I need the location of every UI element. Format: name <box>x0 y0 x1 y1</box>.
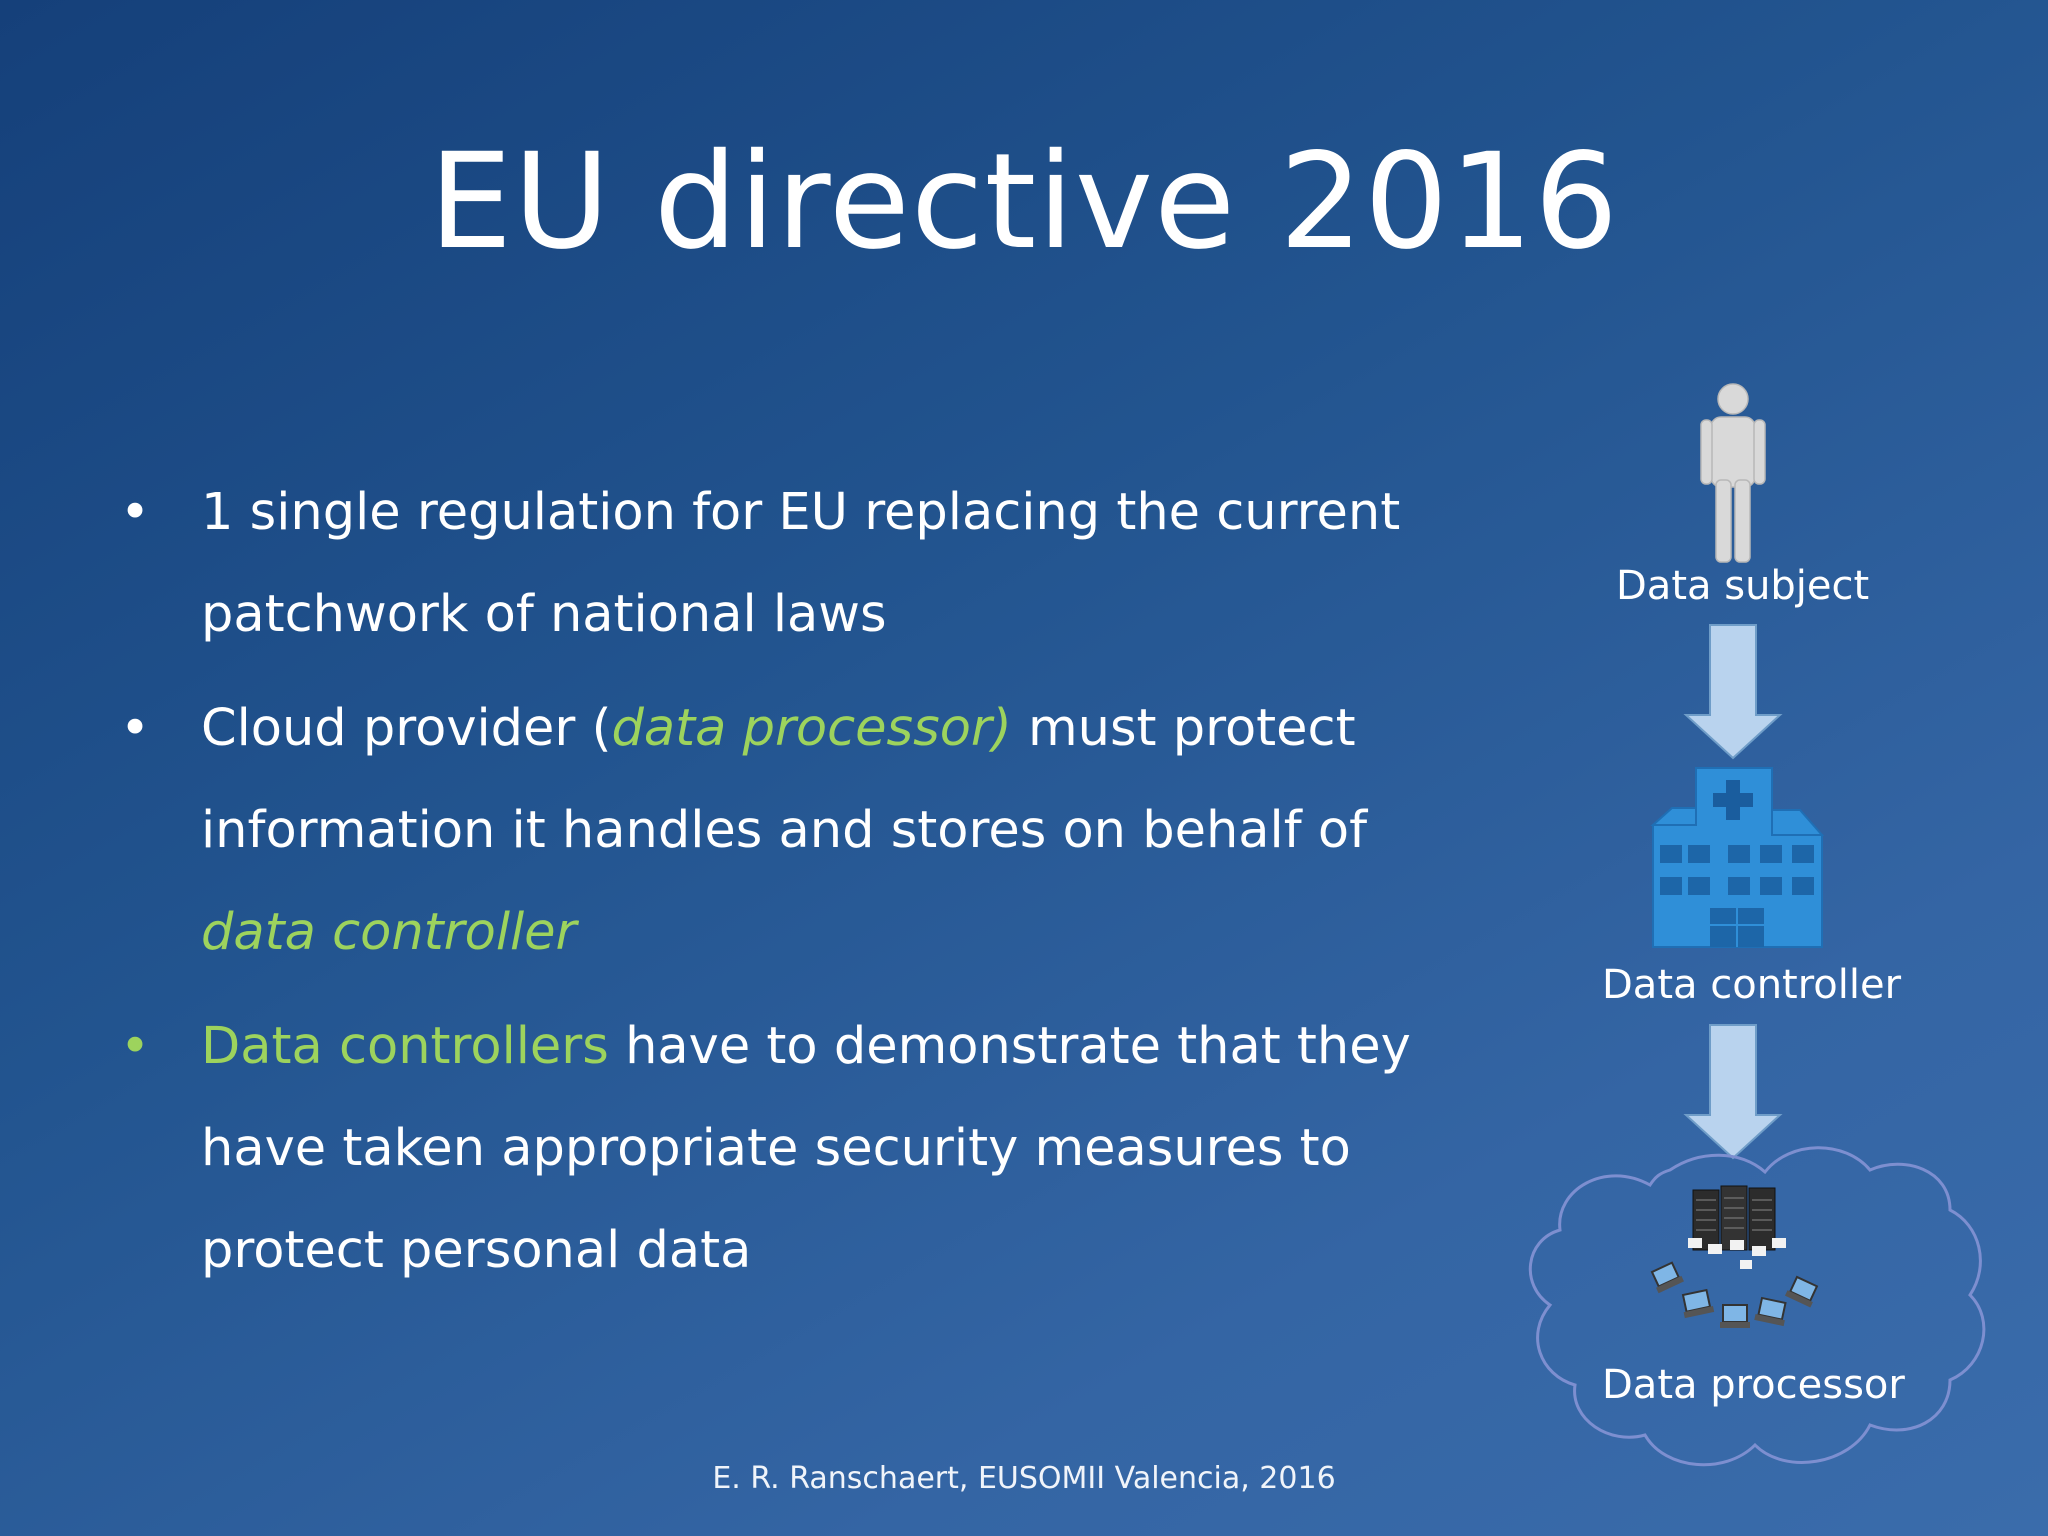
hospital-icon <box>1650 767 1825 948</box>
cloud-icon <box>1528 1146 1986 1467</box>
bullet-text: 1 single regulation for EU replacing the… <box>201 483 1401 542</box>
person-icon <box>1700 383 1766 563</box>
bullet-list: • 1 single regulation for EU replacing t… <box>120 462 1480 1314</box>
bullet-text: have to demonstrate that they have taken… <box>201 1017 1411 1280</box>
arrow-down-icon <box>1683 624 1783 760</box>
term-data-controller: data controller <box>201 903 577 962</box>
server-icon <box>1688 1185 1786 1269</box>
slide-title: EU directive 2016 <box>428 125 1620 279</box>
bullet-item: • Data controllers have to demonstrate t… <box>120 996 1480 1302</box>
label-data-processor: Data processor <box>1602 1362 1905 1408</box>
term-data-controllers: Data controllers <box>201 1017 609 1076</box>
bullet-text: patchwork of national laws <box>201 585 887 644</box>
diagram-graphics <box>1528 383 1986 1467</box>
label-data-controller: Data controller <box>1602 962 1902 1008</box>
term-data-processor: data processor) <box>611 699 1012 758</box>
bullet-dot: • <box>120 699 151 758</box>
bullet-dot: • <box>120 483 151 542</box>
bullet-text: Cloud provider ( <box>201 699 612 758</box>
label-data-subject: Data subject <box>1616 563 1870 609</box>
bullet-item: • 1 single regulation for EU replacing t… <box>120 462 1480 666</box>
arrow-down-icon <box>1683 1024 1783 1160</box>
bullet-dot: • <box>120 1017 151 1076</box>
bullet-text: must protect information it handles and … <box>201 699 1368 860</box>
slide-footer: E. R. Ranschaert, EUSOMII Valencia, 2016 <box>712 1461 1336 1496</box>
laptop-icon <box>1650 1261 1819 1328</box>
data-flow-diagram: Data subject Data controller Data proces… <box>1510 380 2020 1500</box>
bullet-item: • Cloud provider (data processor) must p… <box>120 678 1480 984</box>
